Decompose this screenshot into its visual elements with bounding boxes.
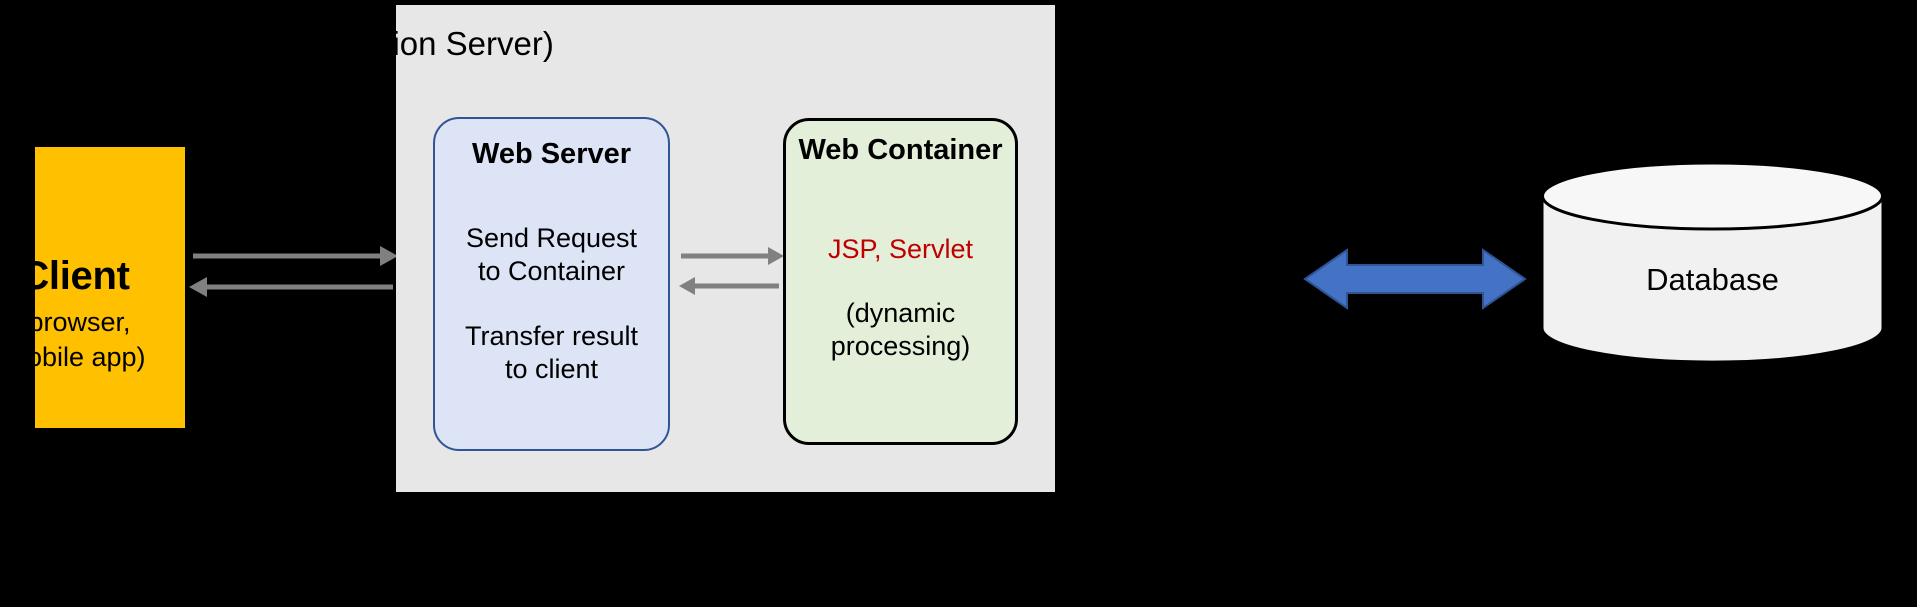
web-server-title: Web Server bbox=[471, 138, 632, 170]
web-container-note-1: (dynamic bbox=[845, 298, 956, 328]
response-arrow bbox=[189, 277, 393, 297]
client-sublabel-line1: (browser, bbox=[19, 307, 131, 337]
was-title-rest: (Web Application Server) bbox=[189, 25, 554, 62]
web-container-tech-label: JSP, Servlet bbox=[827, 234, 974, 264]
web-container-note: (dynamic processing) bbox=[783, 297, 1018, 363]
client-node[interactable] bbox=[35, 147, 185, 428]
web-server-body-1a: Send Request bbox=[465, 223, 638, 253]
web-server-body-2a: Transfer result bbox=[464, 321, 639, 351]
web-server-body-2: Transfer result to client bbox=[433, 320, 670, 386]
server-container-connectors bbox=[679, 247, 784, 295]
client-sublabel-line2: Mobile app) bbox=[4, 342, 146, 373]
was-title-bold: WAS bbox=[105, 25, 181, 62]
return-arrow bbox=[679, 277, 779, 295]
web-server-node[interactable] bbox=[433, 117, 670, 451]
web-server-body-1: Send Request to Container bbox=[433, 222, 670, 288]
client-label: Client bbox=[20, 254, 130, 298]
database-node[interactable] bbox=[1540, 160, 1885, 365]
web-container-node[interactable] bbox=[783, 118, 1018, 445]
web-server-body-2b: to client bbox=[504, 353, 599, 384]
client-server-connectors bbox=[189, 246, 398, 297]
web-server-body-1b: to Container bbox=[477, 255, 626, 286]
was-title: WAS (Web Application Server) bbox=[0, 24, 659, 64]
web-container-note-2: processing) bbox=[830, 330, 971, 361]
forward-arrow bbox=[681, 247, 784, 265]
request-arrow bbox=[193, 246, 398, 266]
web-container-title: Web Container bbox=[798, 134, 1003, 166]
database-label: Database bbox=[1646, 262, 1779, 297]
client-sublabel: (browser, Mobile app) bbox=[0, 305, 190, 375]
db-double-arrow bbox=[1303, 248, 1527, 310]
